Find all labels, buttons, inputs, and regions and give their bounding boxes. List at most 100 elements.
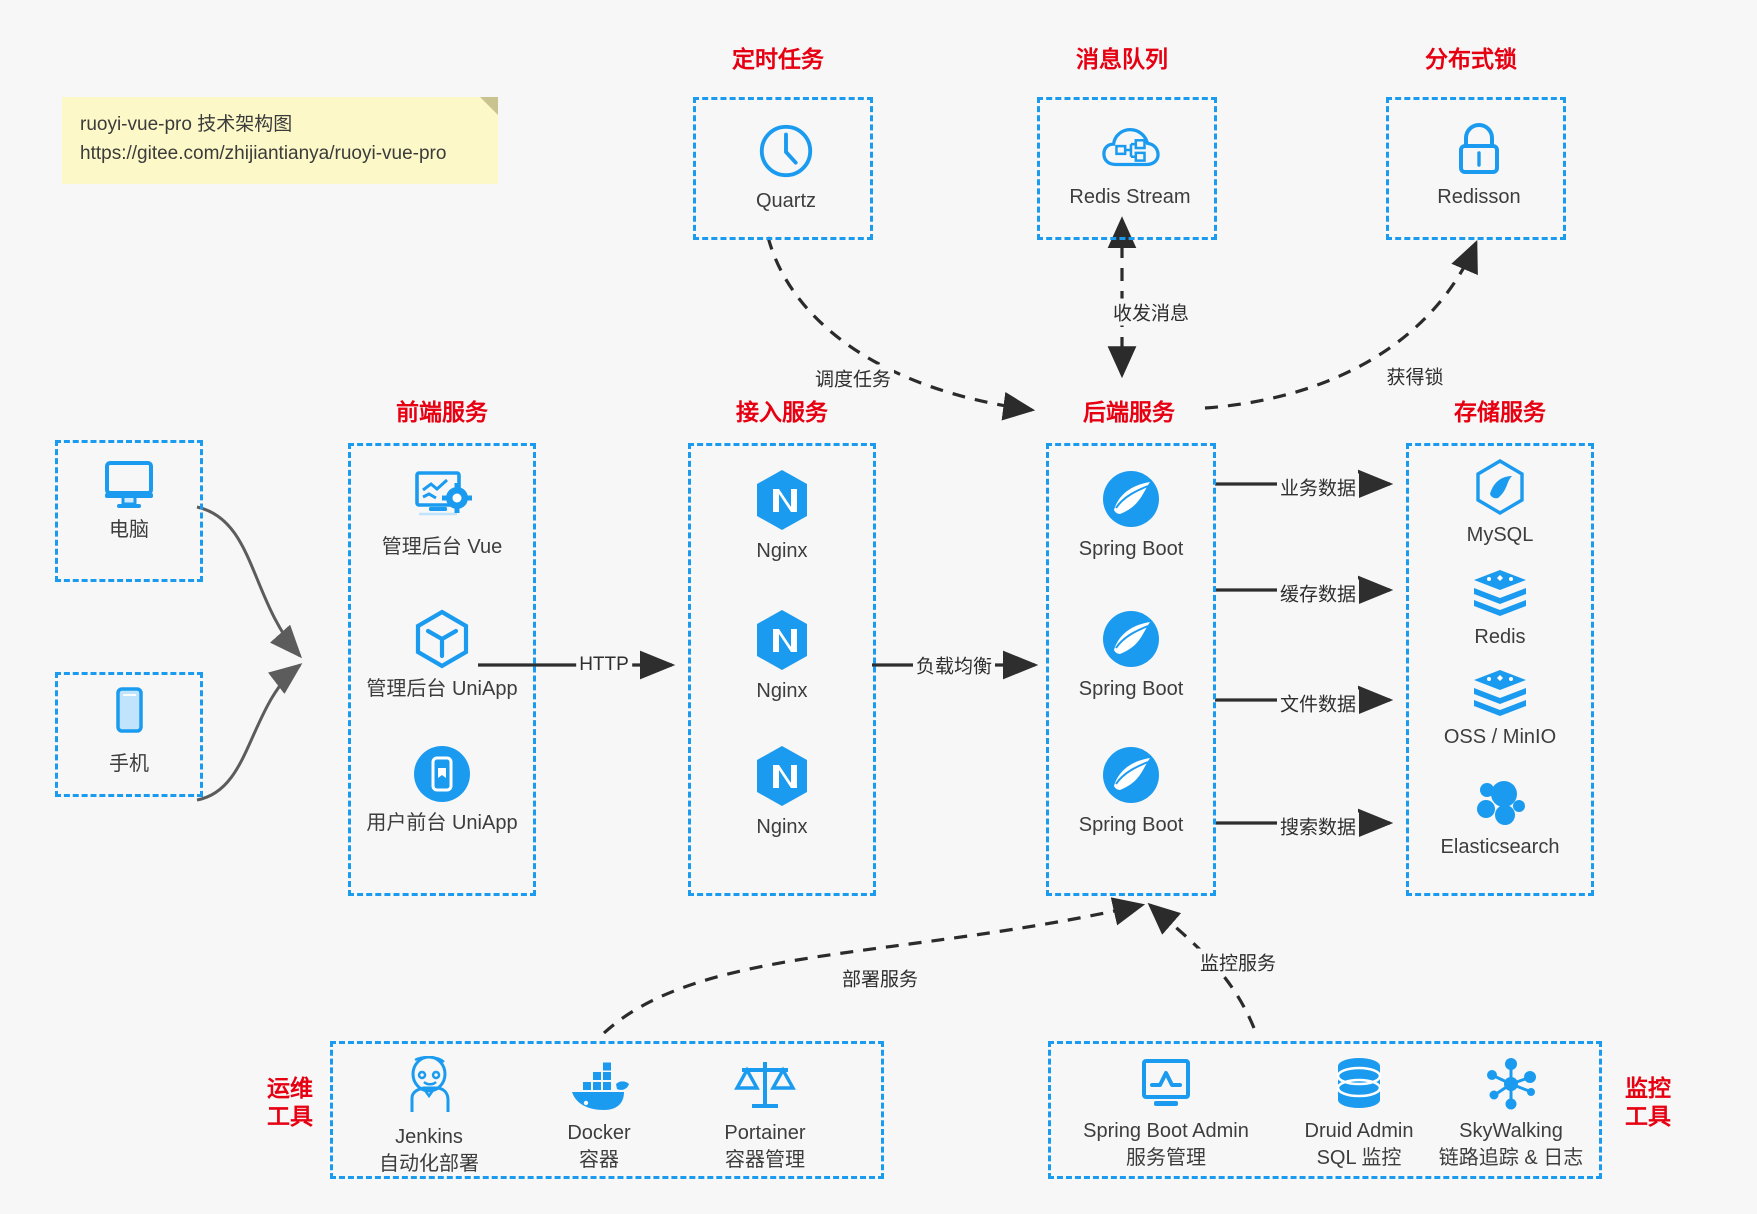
node-label: Nginx xyxy=(756,540,808,562)
edge-label-cache-data: 缓存数据 xyxy=(1276,579,1360,607)
node-nginx-2[interactable]: Nginx xyxy=(691,608,873,704)
mysql-icon xyxy=(1476,459,1524,515)
edge-label-get-lock: 获得锁 xyxy=(1383,362,1447,390)
object-storage-icon xyxy=(1474,670,1526,716)
node-sublabel: 链路追踪 & 日志 xyxy=(1438,1147,1584,1170)
node-label: Redis Stream xyxy=(1069,186,1191,208)
node-elasticsearch[interactable]: Elasticsearch xyxy=(1409,776,1591,860)
node-user-uniapp[interactable]: 用户前台 UniApp xyxy=(351,744,533,836)
spring-boot-icon xyxy=(1103,747,1159,803)
group-title-devops-line2: 工具 xyxy=(267,1103,313,1130)
cloud-network-icon xyxy=(1102,128,1160,167)
node-spring-boot-3[interactable]: Spring Boot xyxy=(1049,744,1213,838)
note-url: https://gitee.com/zhijiantianya/ruoyi-vu… xyxy=(80,142,447,164)
group-devops: Jenkins 自动化部署 Docker 容器 xyxy=(330,1041,884,1179)
group-title-lock: 分布式锁 xyxy=(1425,46,1517,72)
smartphone-icon xyxy=(116,687,143,733)
group-scheduler: Quartz xyxy=(693,97,873,240)
node-label: Nginx xyxy=(756,680,808,702)
scales-icon xyxy=(734,1062,796,1108)
database-icon xyxy=(1336,1058,1382,1108)
node-admin-uniapp[interactable]: 管理后台 UniApp xyxy=(351,608,533,702)
node-label: OSS / MinIO xyxy=(1443,726,1557,748)
node-label: Redisson xyxy=(1437,186,1521,208)
node-redisson[interactable]: Redisson xyxy=(1389,120,1569,210)
node-oss-minio[interactable]: OSS / MinIO xyxy=(1409,668,1591,750)
elasticsearch-icon xyxy=(1477,781,1525,825)
group-monitor: Spring Boot Admin 服务管理 Druid Admin SQL 监… xyxy=(1048,1041,1602,1179)
nginx-icon xyxy=(757,470,807,530)
node-label: Redis xyxy=(1474,626,1526,648)
docker-icon xyxy=(572,1062,629,1110)
node-label: Druid Admin xyxy=(1304,1120,1414,1142)
edge-label-search-data: 搜索数据 xyxy=(1276,812,1360,840)
spring-boot-icon xyxy=(1103,471,1159,527)
node-label: 管理后台 UniApp xyxy=(366,678,518,700)
group-storage: MySQL Redis xyxy=(1406,443,1594,896)
node-sublabel: 自动化部署 xyxy=(379,1153,479,1176)
edge-schedule-task xyxy=(766,236,1036,421)
group-lock: Redisson xyxy=(1386,97,1566,240)
node-nginx-1[interactable]: Nginx xyxy=(691,468,873,564)
edge-label-load-balance: 负载均衡 xyxy=(912,651,996,679)
node-mobile[interactable]: 手机 xyxy=(58,685,200,777)
node-label: Nginx xyxy=(756,816,808,838)
node-portainer[interactable]: Portainer 容器管理 xyxy=(685,1056,845,1174)
node-desktop[interactable]: 电脑 xyxy=(58,455,200,543)
group-gateway: Nginx Nginx Nginx xyxy=(688,443,876,896)
node-label: Spring Boot Admin xyxy=(1083,1120,1249,1142)
node-admin-vue[interactable]: 管理后台 Vue xyxy=(351,468,533,560)
node-quartz[interactable]: Quartz xyxy=(696,120,876,214)
edge-label-file-data: 文件数据 xyxy=(1276,689,1360,717)
node-label: 管理后台 Vue xyxy=(381,536,503,558)
edge-label-schedule-task: 调度任务 xyxy=(811,364,895,392)
group-title-mq: 消息队列 xyxy=(1076,46,1168,72)
group-frontend: 管理后台 Vue 管理后台 UniApp 用户前台 UniApp xyxy=(348,443,536,896)
node-redis[interactable]: Redis xyxy=(1409,568,1591,650)
monitor-chart-icon xyxy=(1142,1059,1190,1106)
node-spring-boot-2[interactable]: Spring Boot xyxy=(1049,608,1213,702)
padlock-icon xyxy=(1459,123,1499,174)
node-label: Jenkins xyxy=(395,1126,463,1148)
node-label: Docker xyxy=(567,1122,631,1144)
node-label: 电脑 xyxy=(109,519,149,541)
node-nginx-3[interactable]: Nginx xyxy=(691,744,873,840)
node-spring-boot-admin[interactable]: Spring Boot Admin 服务管理 xyxy=(1061,1056,1271,1172)
node-label: Quartz xyxy=(755,190,817,212)
edge-clients-to-frontend xyxy=(196,505,303,802)
node-docker[interactable]: Docker 容器 xyxy=(519,1062,679,1174)
mobile-app-icon xyxy=(414,746,470,802)
clock-icon xyxy=(759,124,813,178)
node-druid-admin[interactable]: Druid Admin SQL 监控 xyxy=(1279,1056,1439,1172)
diagram-note: ruoyi-vue-pro 技术架构图 https://gitee.com/zh… xyxy=(62,97,498,184)
node-redis-stream[interactable]: Redis Stream xyxy=(1040,120,1220,210)
edge-label-monitor-service: 监控服务 xyxy=(1196,948,1280,976)
dashboard-gear-icon xyxy=(415,471,472,516)
node-label: Spring Boot xyxy=(1078,538,1184,560)
edge-label-biz-data: 业务数据 xyxy=(1276,473,1360,501)
node-mysql[interactable]: MySQL xyxy=(1409,458,1591,548)
node-spring-boot-1[interactable]: Spring Boot xyxy=(1049,468,1213,562)
group-title-monitor-line2: 工具 xyxy=(1625,1103,1671,1130)
group-title-gateway: 接入服务 xyxy=(736,399,828,425)
group-title-storage: 存储服务 xyxy=(1454,399,1546,425)
edge-label-deploy-service: 部署服务 xyxy=(838,964,922,992)
group-title-backend: 后端服务 xyxy=(1083,399,1175,425)
node-jenkins[interactable]: Jenkins 自动化部署 xyxy=(349,1056,509,1178)
skywalking-icon xyxy=(1487,1058,1536,1110)
nginx-icon xyxy=(757,746,807,806)
spring-boot-icon xyxy=(1103,611,1159,667)
node-label: Portainer xyxy=(724,1122,806,1144)
node-label: Elasticsearch xyxy=(1440,836,1560,858)
node-skywalking[interactable]: SkyWalking 链路追踪 & 日志 xyxy=(1421,1056,1601,1172)
group-mq: Redis Stream xyxy=(1037,97,1217,240)
nginx-icon xyxy=(757,610,807,670)
desktop-monitor-icon xyxy=(105,461,153,508)
node-sublabel: 容器 xyxy=(579,1149,619,1172)
node-sublabel: SQL 监控 xyxy=(1316,1147,1402,1170)
note-title: ruoyi-vue-pro 技术架构图 xyxy=(80,114,293,135)
group-title-scheduler: 定时任务 xyxy=(732,46,824,72)
jenkins-icon xyxy=(410,1056,450,1112)
node-label: Spring Boot xyxy=(1078,814,1184,836)
